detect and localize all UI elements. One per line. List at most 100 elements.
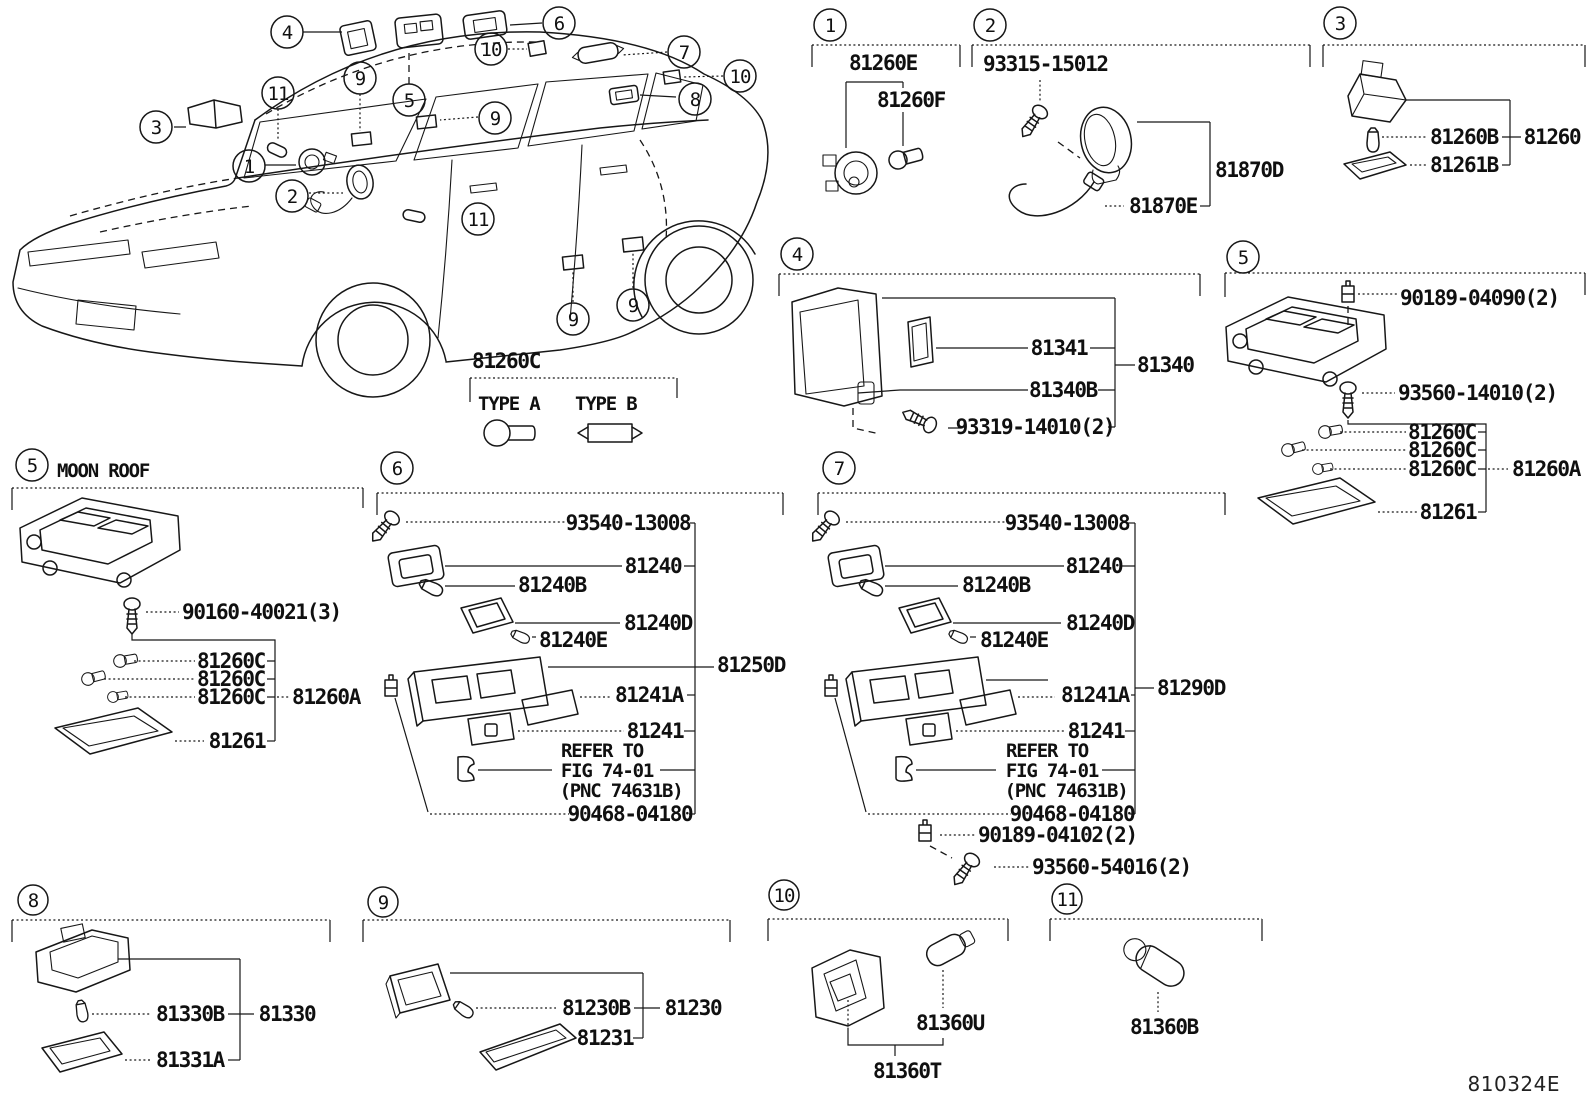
svg-text:9: 9 [490,108,501,130]
wire-drawing [1008,181,1095,217]
label-81360b: 81360B [1130,1015,1199,1039]
svg-text:2: 2 [287,186,297,208]
bulb-icon [1366,127,1380,153]
label-90189-04102: 90189-04102(2) [978,823,1137,847]
vanity-lens-drawing [907,316,934,368]
clip-icon [384,674,398,697]
housing-drawing [407,656,549,727]
screw-icon [1339,381,1357,419]
svg-text:7: 7 [834,458,845,480]
label-90468-04180: 90468-04180 [568,802,693,826]
type-part-label: 81260C [472,349,541,373]
section-5-right: 5 90189-04090(2) 93560-14010(2) 81260C 8… [1224,240,1586,525]
callout-9b: 9 [478,101,512,135]
svg-text:4: 4 [282,22,293,44]
label-81240e: 81240E [539,628,608,652]
bracket-part-icon [187,99,243,129]
label-93319-14010: 93319-14010(2) [956,415,1115,439]
dome-lamp-icon [462,10,508,40]
svg-text:10: 10 [730,66,751,88]
clip-icon-2 [918,819,932,842]
label-81260c-1: 81260C [197,649,266,673]
type-b-bulb-icon [577,423,643,443]
lens-drawing [479,1023,577,1071]
room-lamp-drawing [386,543,446,589]
label-81241: 81241 [1068,719,1125,743]
svg-text:5: 5 [404,90,414,112]
callout-10a: 10 [474,32,508,66]
svg-text:4: 4 [792,244,803,266]
type-a-bulb-icon [483,419,536,447]
label-81240e: 81240E [980,628,1049,652]
bulb-icon [450,998,476,1021]
courtesy-lamp-drawing [1079,106,1133,185]
svg-text:5: 5 [27,455,37,477]
label-81341: 81341 [1031,336,1088,360]
label-81241a: 81241A [1061,683,1131,707]
label-81260f: 81260F [877,88,946,112]
label-81261: 81261 [1420,500,1477,524]
label-81260: 81260 [1524,125,1581,149]
label-81240: 81240 [625,554,682,578]
rear-room-lamp-icon [608,84,640,106]
label-81330: 81330 [259,1002,316,1026]
label-81340b: 81340B [1029,378,1098,402]
bulb-drawing [925,930,976,967]
label-93540-13008: 93540-13008 [1005,511,1130,535]
label-81261: 81261 [209,729,266,753]
socket-part-icon [298,148,338,176]
festoon-lamp-icon [571,42,625,64]
bulb-icon-b [402,209,426,223]
callout-3: 3 [139,110,173,144]
room-lamp-drawing [826,543,886,589]
callout-6: 6 [542,6,576,40]
clip-icon [824,674,838,697]
visor-lamp-icon [339,19,377,57]
moon-roof-label: MOON ROOF [57,460,150,482]
svg-text:11: 11 [1057,889,1078,911]
section-5-left: 5 MOON ROOF 90160-40021(3) 81260C 81260C… [11,448,364,755]
bulb-drawing [886,144,926,172]
label-81260b: 81260B [1430,125,1499,149]
svg-text:9: 9 [568,309,579,331]
section-10: 10 81360U 81360T [767,879,1009,1083]
vanity-lamp-drawing [791,287,883,407]
svg-text:9: 9 [378,892,389,914]
label-81870e: 81870E [1129,194,1198,218]
callout-2: 2 [275,179,309,213]
label-81260c-1: 81260C [1408,420,1477,444]
label-81231: 81231 [577,1026,634,1050]
label-81260a: 81260A [292,685,362,709]
screw-icon [898,404,940,436]
note-refer-to: REFER TO [1006,740,1089,762]
callout-4: 4 [270,15,304,49]
callout-9a: 9 [343,61,377,95]
callout-1: 1 [232,149,266,183]
svg-text:5: 5 [1238,247,1248,269]
label-81261b: 81261B [1430,153,1499,177]
label-81240b: 81240B [962,573,1031,597]
section-1: 1 81260E 81260F [811,8,961,195]
callout-9d: 9 [616,288,650,322]
note-fig: FIG 74-01 [1006,760,1099,782]
license-lamp-drawing [1347,60,1407,123]
console-drawing [19,497,181,588]
svg-text:1: 1 [825,15,836,37]
svg-text:3: 3 [1335,13,1346,35]
label-81241a: 81241A [615,683,685,707]
note-pnc: (PNC 74631B) [1005,780,1128,802]
label-81241: 81241 [627,719,684,743]
screw-icon [805,507,843,547]
door-lamp-icons [350,39,682,271]
note-pnc: (PNC 74631B) [560,780,683,802]
label-81260c-3: 81260C [1408,457,1477,481]
label-93315-15012: 93315-15012 [983,52,1108,76]
bulb-icon-a [266,142,288,158]
luggage-lamp-icon [304,164,374,214]
label-81330b: 81330B [156,1002,225,1026]
section-8: 8 81330B 81330 81331A [11,884,331,1073]
lens-drawing [460,597,514,634]
svg-text:8: 8 [28,890,39,912]
car-callouts: 4 6 10 7 10 9 5 8 11 3 9 1 2 11 9 9 [139,6,757,336]
